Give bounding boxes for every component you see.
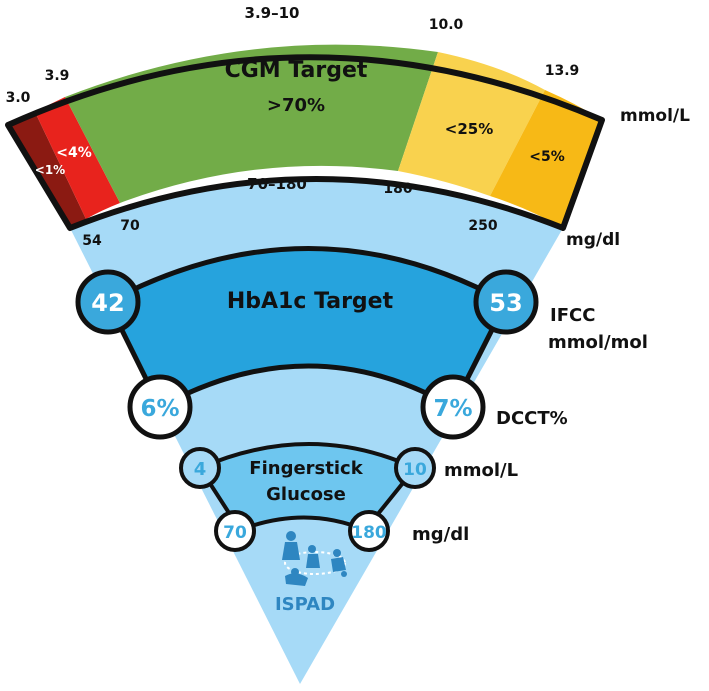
- cgm-unit-mmol: mmol/L: [620, 106, 690, 126]
- hba1c-title: HbA1c Target: [227, 289, 394, 314]
- hba1c-ifcc-low: 42: [91, 289, 124, 317]
- hba1c-dcct-high: 7%: [433, 396, 472, 422]
- hba1c-dcct-unit: DCCT%: [496, 408, 568, 429]
- logo-text: ISPAD: [275, 594, 335, 615]
- cgm-pct-low: <4%: [56, 145, 92, 161]
- fingerstick-mmol-low: 4: [194, 459, 207, 480]
- cgm-target-pct: >70%: [267, 95, 325, 116]
- logo-swirl: [284, 551, 346, 575]
- fingerstick-mgdl-unit: mg/dl: [412, 524, 469, 545]
- fingerstick-mgdl-low-badge: 70: [214, 510, 256, 552]
- hba1c-dcct-high-badge: 7%: [420, 374, 486, 440]
- cgm-tick-mgdl-70: 70: [120, 218, 140, 234]
- fingerstick-mmol-high-badge: 10: [394, 447, 436, 489]
- cgm-segment-very-low: [8, 112, 86, 228]
- hba1c-ifcc-high: 53: [489, 289, 522, 317]
- fingerstick-mmol-low-badge: 4: [179, 447, 221, 489]
- hba1c-ifcc-high-badge: 53: [473, 269, 539, 335]
- fingerstick-title-line2: Glucose: [266, 484, 346, 505]
- cgm-band-outline: [5, 54, 605, 231]
- fingerstick-mmol-unit: mmol/L: [444, 460, 518, 481]
- cgm-title: CGM Target: [225, 58, 368, 83]
- fingerstick-mgdl-high: 180: [351, 523, 387, 543]
- cgm-pct-very-low: <1%: [35, 163, 65, 177]
- fingerstick-title-line1: Fingerstick: [249, 458, 363, 479]
- hba1c-dcct-low-badge: 6%: [127, 374, 193, 440]
- cgm-tick-mmol-3.0: 3.0: [6, 90, 31, 106]
- cgm-range-bottom: 70–180: [247, 175, 307, 193]
- cgm-tick-mmol-3.9: 3.9: [45, 68, 70, 84]
- cgm-segment-low: [35, 97, 120, 219]
- cgm-segment-target: [65, 44, 438, 204]
- cgm-tick-mgdl-54: 54: [82, 233, 102, 249]
- hba1c-ifcc-unit-line2: mmol/mol: [548, 332, 648, 353]
- cgm-pct-very-high: <5%: [529, 149, 565, 165]
- fingerstick-mmol-high: 10: [403, 460, 427, 480]
- fingerstick-mgdl-high-badge: 180: [348, 510, 390, 552]
- cgm-tick-mgdl-180: 180: [383, 181, 412, 197]
- ispad-logo: ISPAD: [275, 531, 347, 615]
- cgm-pct-high: <25%: [445, 120, 493, 138]
- hba1c-dcct-low: 6%: [140, 396, 179, 422]
- cgm-tick-mmol-13.9: 13.9: [545, 63, 580, 79]
- cgm-range-top: 3.9–10: [245, 4, 300, 22]
- hba1c-ifcc-low-badge: 42: [75, 269, 141, 335]
- cgm-tick-mmol-10.0: 10.0: [429, 17, 464, 33]
- hba1c-ifcc-unit-line1: IFCC: [550, 305, 595, 326]
- logo-figures-icon: [282, 531, 347, 586]
- fingerstick-mgdl-low: 70: [223, 523, 247, 543]
- cgm-tick-mgdl-250: 250: [468, 218, 497, 234]
- cgm-unit-mgdl: mg/dl: [566, 230, 620, 250]
